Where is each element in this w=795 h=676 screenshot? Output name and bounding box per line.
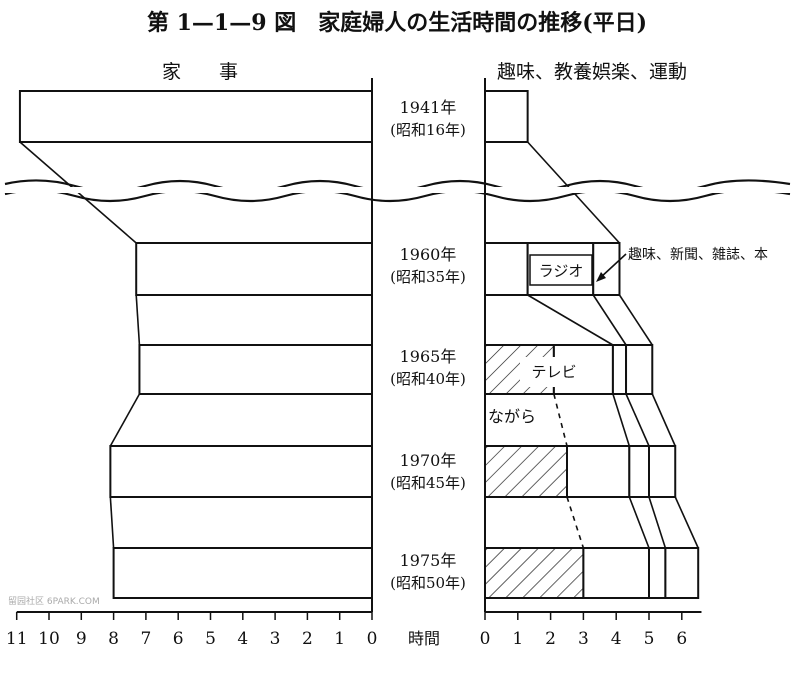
leisure-segment-3-2 (628, 445, 651, 498)
annotation-radio: ラジオ (539, 262, 584, 280)
chart-title: 第 1—1—9 図 家庭婦人の生活時間の推移(平日) (147, 10, 647, 36)
left-tick-label-3: 3 (270, 629, 281, 649)
hobby-news-pointer-line (599, 253, 627, 279)
left-tick-label-7: 7 (140, 629, 151, 649)
watermark: 留园社区 6PARK.COM (8, 595, 100, 607)
housework-connector-2 (109, 393, 141, 447)
leisure-segment-2-2 (611, 344, 628, 395)
leisure-segment-0-0 (484, 90, 529, 143)
left-tick-label-8: 8 (108, 629, 119, 649)
leisure-segment-3-1 (566, 445, 631, 498)
left-tick-label-0: 0 (367, 629, 378, 649)
right-panel-label: 趣味、教養娯楽、運動 (497, 61, 687, 83)
left-tick-label-4: 4 (237, 629, 248, 649)
right-tick-label-0: 0 (480, 629, 491, 649)
leisure-connector-1-1 (592, 294, 627, 346)
leisure-connector-3-3 (674, 496, 699, 549)
leisure-connector-2-0 (553, 393, 568, 447)
housework-bar-1 (135, 242, 373, 296)
housework-bar-4 (112, 547, 373, 599)
left-tick-label-1: 1 (334, 629, 345, 649)
leisure-connector-3-0 (566, 496, 585, 549)
year-label-1960: 1960年 (400, 245, 457, 264)
left-tick-label-11: 11 (6, 629, 28, 649)
leisure-segment-1-2 (592, 242, 621, 296)
leisure-segment-3-3 (648, 445, 677, 498)
housework-bar-3 (109, 445, 374, 498)
era-label-1965: (昭和40年) (390, 370, 466, 388)
leisure-connector-3-2 (648, 496, 667, 549)
annotation-hobby-news: 趣味、新聞、雑誌、本 (628, 247, 768, 263)
leisure-segment-4-1 (582, 547, 651, 599)
right-tick-label-1: 1 (512, 629, 523, 649)
left-tick-label-2: 2 (302, 629, 313, 649)
right-tick-label-6: 6 (676, 629, 687, 649)
left-tick-label-6: 6 (173, 629, 184, 649)
housework-bar-0 (18, 90, 374, 143)
radio-label-box (529, 254, 593, 286)
axis-break-gap (0, 187, 795, 193)
right-tick-label-4: 4 (611, 629, 622, 649)
left-tick-label-5: 5 (205, 629, 216, 649)
leisure-segment-2-3 (625, 344, 654, 395)
leisure-connector-2-2 (625, 393, 650, 447)
year-label-1975: 1975年 (400, 551, 457, 570)
leisure-segment-1-0 (484, 242, 529, 296)
leisure-connector-1-0 (527, 294, 614, 346)
annotation-nagara: ながら (488, 407, 536, 426)
leisure-connector-2-1 (612, 393, 631, 447)
left-tick-label-9: 9 (76, 629, 87, 649)
leisure-segment-3-0 (484, 445, 568, 498)
left-panel-label: 家 事 (162, 61, 238, 83)
housework-bar-2 (138, 344, 373, 395)
hobby-news-pointer-arrow (596, 272, 606, 282)
watermark-text: 留园社区 6PARK.COM (8, 595, 100, 607)
right-tick-label-2: 2 (545, 629, 556, 649)
leisure-segment-4-3 (664, 547, 700, 599)
right-tick-label-5: 5 (644, 629, 655, 649)
year-label-1941: 1941年 (400, 98, 457, 117)
axis-break-wave-bottom (4, 189, 791, 203)
year-label-1965: 1965年 (400, 347, 457, 366)
era-label-1975: (昭和50年) (390, 574, 466, 592)
era-label-1941: (昭和16年) (390, 121, 466, 139)
era-label-1960: (昭和35年) (390, 268, 466, 286)
leisure-segment-4-2 (648, 547, 667, 599)
year-label-1970: 1970年 (400, 451, 457, 470)
leisure-segment-4-0 (484, 547, 585, 599)
annotation-tv: テレビ (531, 363, 576, 381)
leisure-connector-2-3 (651, 393, 676, 447)
tv-label-background (520, 357, 590, 387)
housework-connector-3 (109, 496, 115, 549)
right-tick-label-3: 3 (578, 629, 589, 649)
left-tick-label-10: 10 (38, 629, 60, 649)
era-label-1970: (昭和45年) (390, 474, 466, 492)
leisure-connector-1-2 (618, 294, 653, 346)
housework-connector-1 (135, 294, 141, 346)
axis-unit-label: 時間 (408, 629, 440, 648)
leisure-connector-3-1 (628, 496, 650, 549)
